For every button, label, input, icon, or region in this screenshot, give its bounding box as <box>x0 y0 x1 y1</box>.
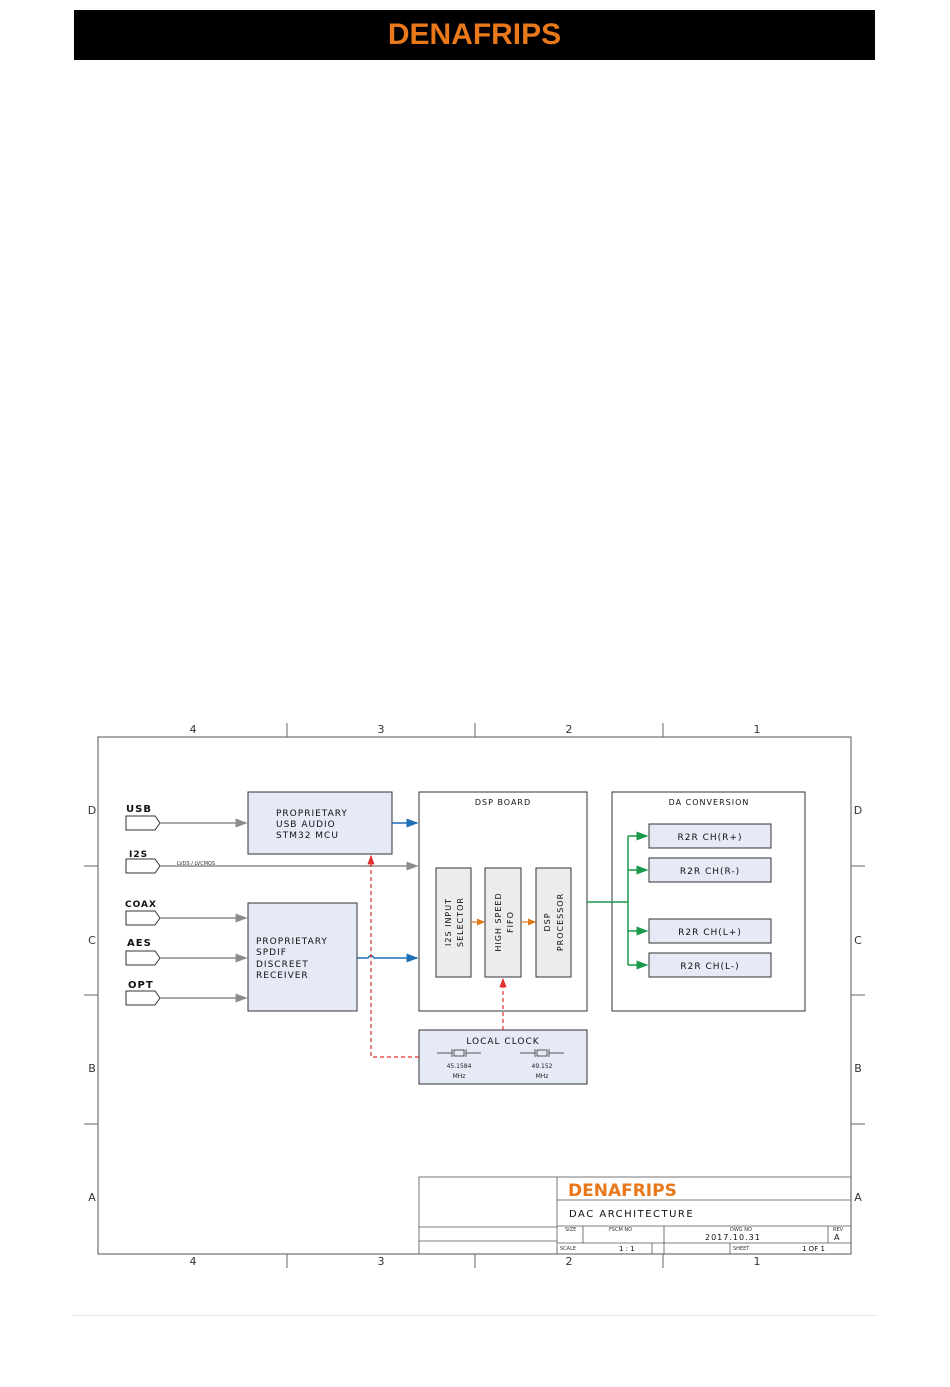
row-label-right: C <box>854 934 862 947</box>
spdif-receiver-block <box>247 902 358 1012</box>
scale-value: 1 : 1 <box>619 1245 635 1253</box>
col-label-bottom: 1 <box>754 1255 761 1268</box>
module-label: SELECTOR <box>456 897 465 947</box>
spdif-block-line: DISCREET <box>256 960 309 970</box>
oscillator-unit: MHz <box>453 1073 466 1080</box>
i2s-input-selector-module <box>435 867 472 978</box>
oscillator-unit: MHz <box>536 1073 549 1080</box>
usb-block-line: PROPRIETARY <box>276 809 348 819</box>
aes-connector <box>125 950 161 966</box>
r2r-channel-block <box>648 823 772 849</box>
r2r-channel-block <box>648 857 772 883</box>
i2s-connector <box>125 858 161 874</box>
dwg-number: 2017.10.31 <box>705 1233 761 1242</box>
row-label-right: A <box>854 1191 862 1204</box>
row-label-left: C <box>88 934 96 947</box>
drawing-title: DAC ARCHITECTURE <box>569 1209 694 1220</box>
input-label-opt: OPT <box>128 980 154 991</box>
usb-block-line: USB AUDIO <box>276 820 336 830</box>
col-label-bottom: 2 <box>566 1255 573 1268</box>
input-label-coax: COAX <box>125 900 157 910</box>
fscm-label: FSCM NO <box>609 1227 632 1233</box>
scale-label: SCALE <box>560 1246 576 1252</box>
input-label-usb: USB <box>126 804 152 815</box>
local-clock-title: LOCAL CLOCK <box>466 1037 539 1047</box>
title-block <box>418 1176 852 1255</box>
revision-value: A <box>834 1233 840 1242</box>
col-label-bottom: 4 <box>190 1255 197 1268</box>
opt-connector <box>125 990 161 1006</box>
col-label-top: 2 <box>566 723 573 736</box>
row-label-left: A <box>88 1191 96 1204</box>
i2s-note: LVDS / LVCMOS <box>177 861 215 867</box>
col-label-top: 3 <box>378 723 385 736</box>
spdif-block-line: PROPRIETARY <box>256 937 328 947</box>
size-label: SIZE <box>565 1227 576 1233</box>
input-label-i2s: I2S <box>129 850 148 860</box>
usb-block-line: STM32 MCU <box>276 831 339 841</box>
sheet-label: SHEET <box>733 1246 750 1252</box>
title-block-logo: DENAFRIPS <box>568 1181 677 1201</box>
usb-connector <box>125 815 161 831</box>
col-label-top: 1 <box>754 723 761 736</box>
oscillator-frequency: 45.1584 <box>447 1063 472 1070</box>
module-label: I2S INPUT <box>444 898 453 946</box>
high-speed-fifo-module <box>484 867 522 978</box>
frame-ticks <box>84 723 865 1268</box>
module-label: HIGH SPEED <box>494 892 503 951</box>
sheet-value: 1 OF 1 <box>802 1245 825 1253</box>
module-label: PROCESSOR <box>556 893 565 951</box>
spdif-block-line: SPDIF <box>256 948 287 958</box>
r2r-channel-label: R2R CH(R+) <box>678 833 743 843</box>
r2r-channel-label: R2R CH(R-) <box>680 867 740 877</box>
r2r-channel-block <box>648 918 772 944</box>
coax-connector <box>125 910 161 926</box>
page-header: DENAFRIPS <box>74 10 875 60</box>
crystal-oscillator-icon <box>437 1049 481 1057</box>
da-conversion-title: DA CONVERSION <box>669 798 750 807</box>
module-label: FIFO <box>506 911 515 933</box>
usb-audio-block <box>247 791 393 855</box>
row-label-right: B <box>854 1062 862 1075</box>
dwg-label: DWG NO <box>730 1227 752 1233</box>
local-clock-block <box>418 1029 588 1085</box>
dsp-board-title: DSP BOARD <box>475 798 531 807</box>
footer-divider <box>72 1315 877 1316</box>
input-connectors <box>125 815 161 1006</box>
oscillator-frequency: 49.152 <box>532 1063 553 1070</box>
dsp-processor-module <box>535 867 572 978</box>
denafrips-logo: DENAFRIPS <box>387 18 562 51</box>
input-label-aes: AES <box>127 938 152 949</box>
r2r-channel-label: R2R CH(L-) <box>680 962 739 972</box>
spdif-block-line: RECEIVER <box>256 971 309 981</box>
rev-label: REV <box>833 1227 844 1233</box>
module-label: DSP <box>543 912 552 931</box>
row-label-left: B <box>88 1062 96 1075</box>
col-label-top: 4 <box>190 723 197 736</box>
col-label-bottom: 3 <box>378 1255 385 1268</box>
r2r-channel-label: R2R CH(L+) <box>678 928 742 938</box>
r2r-channel-block <box>648 952 772 978</box>
row-label-left: D <box>88 804 96 817</box>
row-label-right: D <box>854 804 862 817</box>
crystal-oscillator-icon <box>520 1049 564 1057</box>
